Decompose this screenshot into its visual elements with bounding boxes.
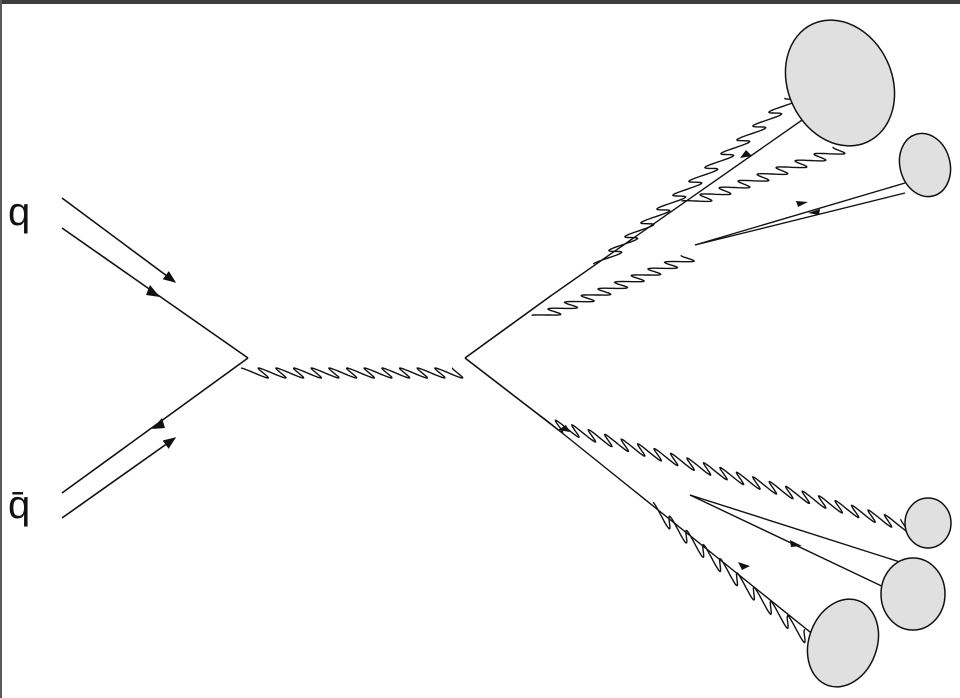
upper-jet-arrow-icon — [740, 150, 752, 158]
upper-gluon-2-icon — [531, 254, 696, 316]
gluon-lines — [240, 97, 909, 644]
quark-momentum-arrow-icon — [61, 197, 177, 283]
lower-jet-quark-line — [555, 427, 821, 641]
frame-left-border — [0, 0, 2, 698]
upper-pair-line-1 — [694, 182, 906, 246]
lower-jet-arrow-2-icon — [738, 562, 750, 570]
antiquark-label: q̄ — [8, 483, 30, 527]
quark-line-arrow-icon — [146, 285, 160, 297]
lower-gluon-1-icon — [538, 414, 909, 533]
upper-pair-arrow-2-icon — [808, 209, 820, 215]
antiquark-line-arrow-icon — [152, 418, 165, 429]
lower-pair-arrow-icon — [790, 540, 802, 547]
incoming-antiquark-line — [61, 357, 249, 494]
hadron-blob-lower-3-icon — [806, 598, 880, 688]
upper-jet-quark-line — [551, 117, 806, 296]
hadron-blob-upper-right-icon — [898, 132, 952, 198]
lower-gluon-2-icon — [652, 501, 806, 644]
upper-pair-arrow-1-icon — [796, 201, 808, 207]
hadron-blob-lower-1-icon — [904, 497, 952, 549]
lower-pair-line-2 — [689, 494, 891, 591]
hadron-blob-large-icon — [784, 19, 896, 147]
lower-pair-line-1 — [689, 494, 901, 563]
upper-gluon-1-icon — [592, 97, 799, 265]
outgoing-quark-line — [464, 294, 553, 359]
antiquark-momentum-arrow-icon — [61, 437, 177, 519]
quark-label: q — [8, 190, 30, 234]
frame-top-border — [0, 0, 960, 4]
central-gluon-icon — [240, 367, 464, 379]
hadron-blob-lower-2-icon — [880, 557, 946, 631]
upper-gluon-3-icon — [681, 146, 846, 203]
upper-pair-line-2 — [694, 192, 906, 246]
